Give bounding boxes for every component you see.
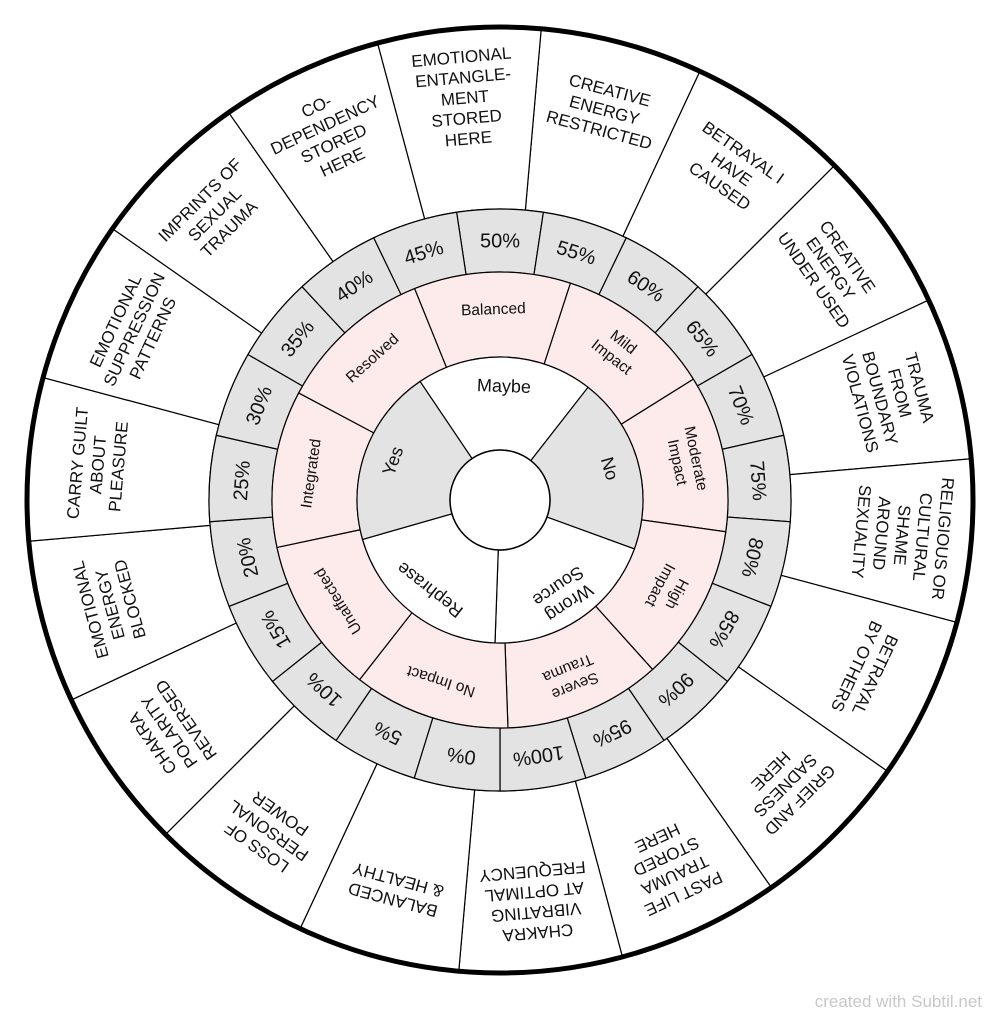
- credit-text: created with Subtil.net: [814, 992, 982, 1011]
- percent-label-line: 0%: [445, 742, 477, 768]
- percent-label: 75%: [745, 460, 770, 502]
- wheel-borders: [24, 24, 976, 976]
- answer-label: Maybe: [477, 375, 532, 397]
- percent-ring: 50%55%60%65%70%75%80%85%90%95%100%0%5%10…: [208, 208, 792, 792]
- status-label: Balanced: [461, 300, 526, 319]
- answer-label-line: Maybe: [477, 375, 532, 397]
- outer-border: [24, 24, 976, 976]
- percent-label-line: 25%: [230, 460, 255, 502]
- status-ring: BalancedMildImpactModerateImpactHighImpa…: [271, 271, 729, 729]
- outer-label-line: HERE: [444, 127, 493, 150]
- percent-label: 0%: [445, 742, 477, 768]
- percent-label-line: 75%: [745, 460, 770, 502]
- status-label-line: Balanced: [461, 300, 526, 319]
- outer-label: CHAKRAVIBRATINGAT OPTIMALFREQUENCY: [478, 857, 591, 946]
- outer-label-line: MENT: [440, 87, 490, 110]
- percent-label: 50%: [480, 231, 520, 253]
- percent-label: 25%: [230, 460, 255, 502]
- percent-label-line: 50%: [480, 231, 520, 253]
- center-hub: [449, 449, 551, 551]
